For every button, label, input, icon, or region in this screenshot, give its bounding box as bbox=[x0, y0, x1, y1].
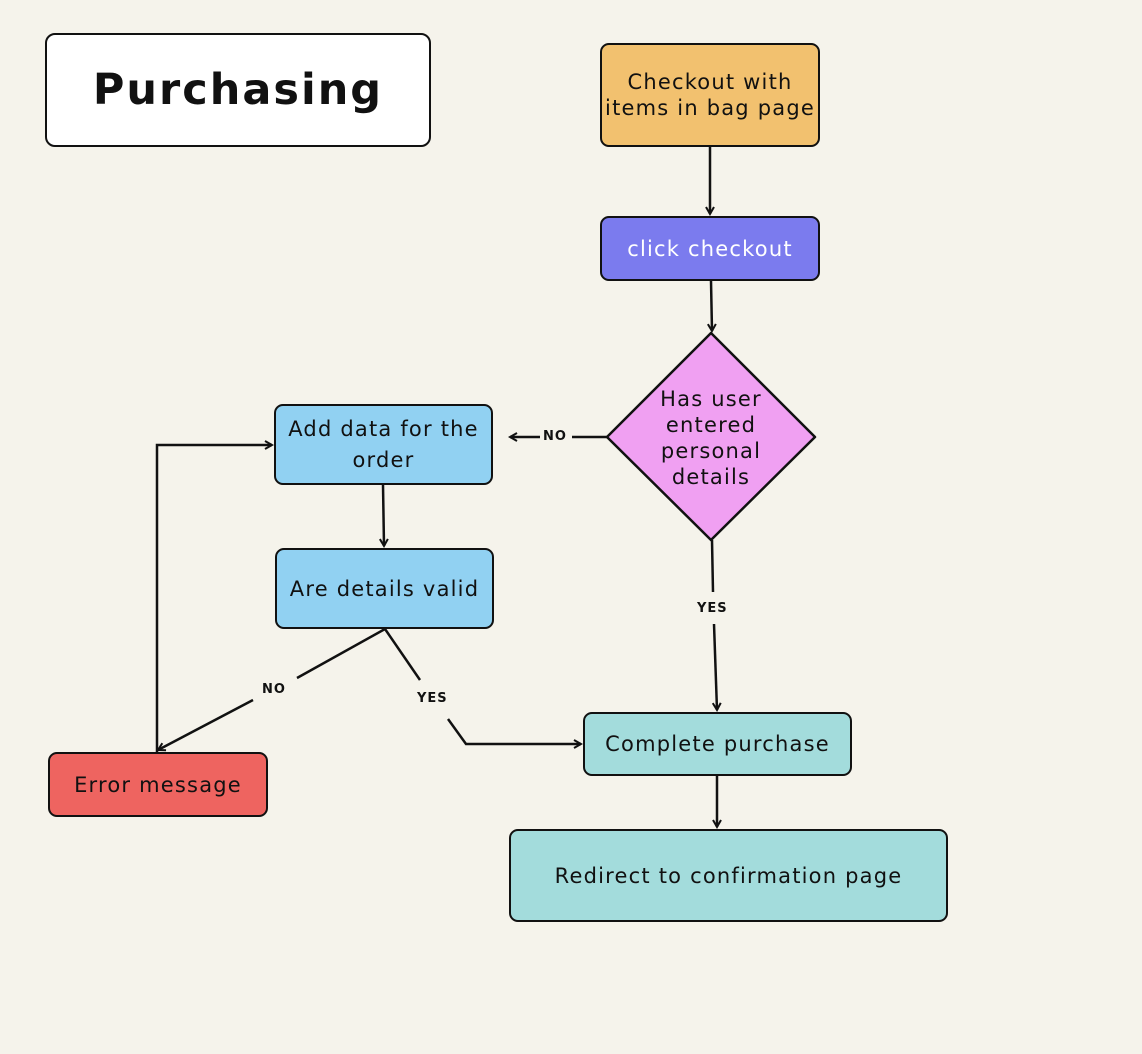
edge-label-decision-no: NO bbox=[540, 429, 570, 444]
arrow-click-to-decision bbox=[711, 280, 712, 331]
line-valid-yes bbox=[383, 628, 422, 681]
arrow-valid-no bbox=[158, 698, 254, 750]
node-error-message: Error message bbox=[48, 752, 268, 817]
arrow-valid-yes bbox=[446, 718, 581, 744]
node-checkout-with-items: Checkout with items in bag page bbox=[600, 43, 820, 147]
node-click-checkout: click checkout bbox=[600, 216, 820, 281]
node-add-data: Add data for the order bbox=[274, 404, 493, 485]
arrow-error-loop bbox=[155, 445, 272, 752]
line-decision-yes bbox=[710, 539, 715, 593]
node-complete-purchase: Complete purchase bbox=[583, 712, 852, 776]
node-redirect-confirmation: Redirect to confirmation page bbox=[509, 829, 948, 922]
edge-label-valid-no: NO bbox=[259, 682, 289, 697]
arrow-decision-yes bbox=[714, 623, 717, 710]
arrow-add-to-valid bbox=[383, 484, 384, 546]
node-are-details-valid: Are details valid bbox=[275, 548, 494, 629]
page-title: Purchasing bbox=[45, 33, 431, 147]
line-valid-no bbox=[296, 627, 386, 680]
node-has-user-entered-details: Has user entered personal details bbox=[660, 387, 762, 489]
edge-label-decision-yes: YES bbox=[694, 601, 731, 616]
edge-label-valid-yes: YES bbox=[414, 691, 451, 706]
